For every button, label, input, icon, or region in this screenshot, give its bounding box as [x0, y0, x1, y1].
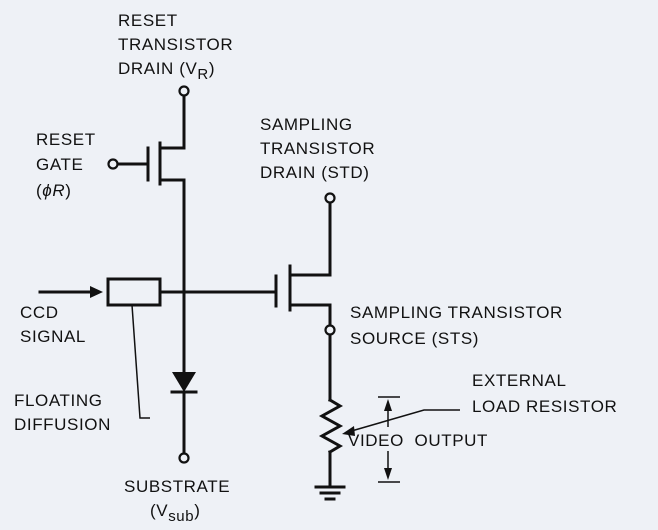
- reset-gate-phi-close: ): [65, 181, 71, 200]
- reset-gate-phi-open: (: [36, 181, 42, 200]
- reset-drain-close-paren: ): [209, 59, 215, 78]
- reset-drain-label-1: RESET: [118, 11, 178, 30]
- external-load-arrowhead: [342, 426, 355, 436]
- substrate-diode-triangle: [172, 372, 196, 392]
- substrate-v-open: (V: [150, 501, 168, 520]
- sampling-drain-label-1: SAMPLING: [260, 115, 353, 134]
- reset-gate-label-3: (ϕR): [36, 181, 71, 200]
- sampling-source-terminal: [324, 324, 336, 336]
- reset-drain-label-2: TRANSISTOR: [118, 35, 233, 54]
- reset-drain-label-3-main: DRAIN (V: [118, 59, 197, 78]
- external-load-label-1: EXTERNAL: [472, 371, 567, 390]
- video-output-label: VIDEO OUTPUT: [348, 431, 488, 450]
- reset-drain-terminal: [178, 85, 190, 97]
- ccd-signal-arrow-head: [90, 286, 103, 298]
- floating-diffusion-label-2: DIFFUSION: [14, 415, 111, 434]
- substrate-label: SUBSTRATE: [124, 477, 230, 496]
- substrate-terminal: [178, 452, 190, 464]
- reset-gate-terminal: [107, 158, 119, 170]
- reset-drain-label-3: DRAIN (VR): [118, 59, 215, 83]
- reset-gate-phi: ϕR: [42, 181, 65, 200]
- external-load-leader: [347, 409, 460, 433]
- ccd-signal-label-2: SIGNAL: [20, 327, 86, 346]
- video-output-down-arrowhead: [384, 468, 392, 480]
- sampling-source-label-1: SAMPLING TRANSISTOR: [350, 303, 563, 322]
- substrate-voltage-label: (Vsub): [150, 501, 200, 525]
- floating-diffusion-leader: [131, 304, 150, 419]
- sampling-source-label-2: SOURCE (STS): [350, 329, 479, 348]
- substrate-v-close: ): [194, 501, 200, 520]
- external-load-label-2: LOAD RESISTOR: [472, 397, 617, 416]
- substrate-v-subscript: sub: [168, 508, 194, 525]
- reset-drain-subscript: R: [197, 66, 208, 83]
- reset-gate-label-2: GATE: [36, 155, 83, 174]
- load-resistor: [318, 397, 344, 455]
- ccd-signal-label-1: CCD: [20, 303, 59, 322]
- sampling-drain-label-2: TRANSISTOR: [260, 139, 375, 158]
- reset-gate-label-1: RESET: [36, 130, 96, 149]
- sampling-drain-label-3: DRAIN (STD): [260, 163, 370, 182]
- floating-diffusion-box: [106, 277, 162, 307]
- floating-diffusion-label-1: FLOATING: [14, 391, 103, 410]
- sampling-drain-terminal: [324, 192, 336, 204]
- video-output-up-arrowhead: [384, 399, 392, 411]
